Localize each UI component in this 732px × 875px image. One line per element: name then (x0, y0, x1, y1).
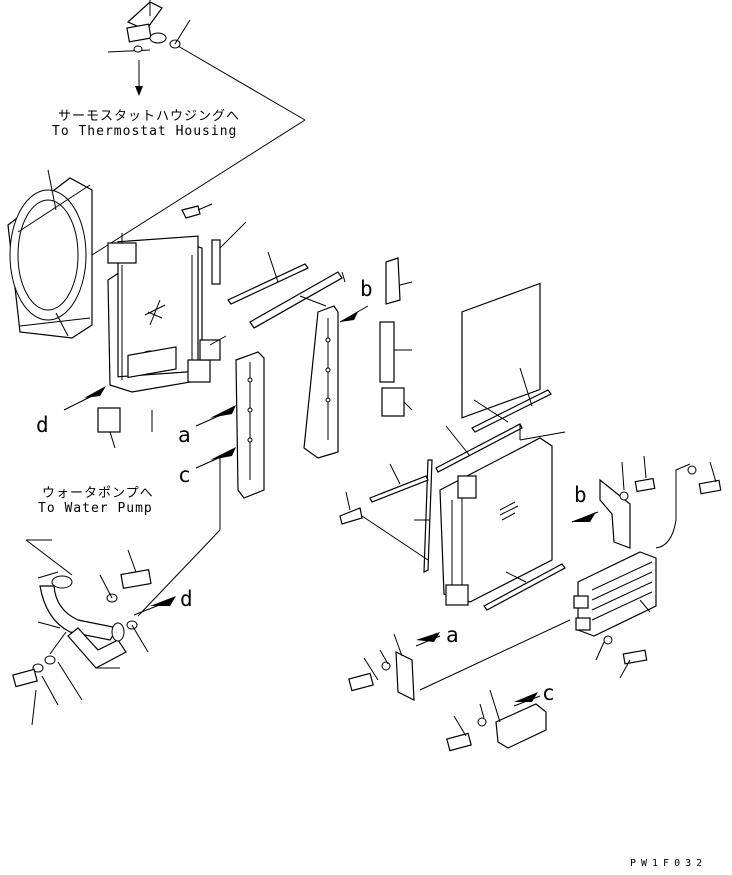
bracket-b-lower (571, 455, 722, 549)
arrow-d-left (84, 386, 106, 398)
ref-c-upper: c (178, 463, 191, 487)
water-pump-caption-en: To Water Pump (38, 501, 153, 516)
ref-b-upper: b (360, 277, 373, 301)
lower-hose-group (12, 455, 221, 726)
bracket-a-lower (348, 632, 441, 701)
ref-a-upper: a (178, 423, 191, 447)
side-seals (379, 257, 413, 417)
bracket-b-upper (303, 305, 369, 459)
upper-hose-group (91, 0, 306, 256)
ref-d-left: d (36, 413, 49, 437)
fan-shroud (7, 169, 93, 339)
thermostat-caption-en: To Thermostat Housing (52, 124, 237, 139)
ref-d-arrow: d (180, 587, 193, 611)
ref-b-lower: b (574, 483, 587, 507)
thermostat-caption-jp: サーモスタットハウジングへ (58, 109, 240, 124)
ref-c-lower: c (542, 681, 555, 705)
ref-a-lower: a (446, 623, 459, 647)
drawing-code: PW1F032 (630, 858, 707, 869)
water-pump-caption-jp: ウォータポンプへ (42, 486, 154, 501)
radiator-small-parts (97, 203, 247, 449)
bracket-a-upper (195, 351, 265, 499)
seal-strips-upper (227, 251, 346, 329)
cooler-core (439, 282, 553, 606)
bracket-c-lower (446, 689, 547, 752)
aftercooler (419, 551, 657, 691)
cooler-seals (339, 367, 566, 611)
